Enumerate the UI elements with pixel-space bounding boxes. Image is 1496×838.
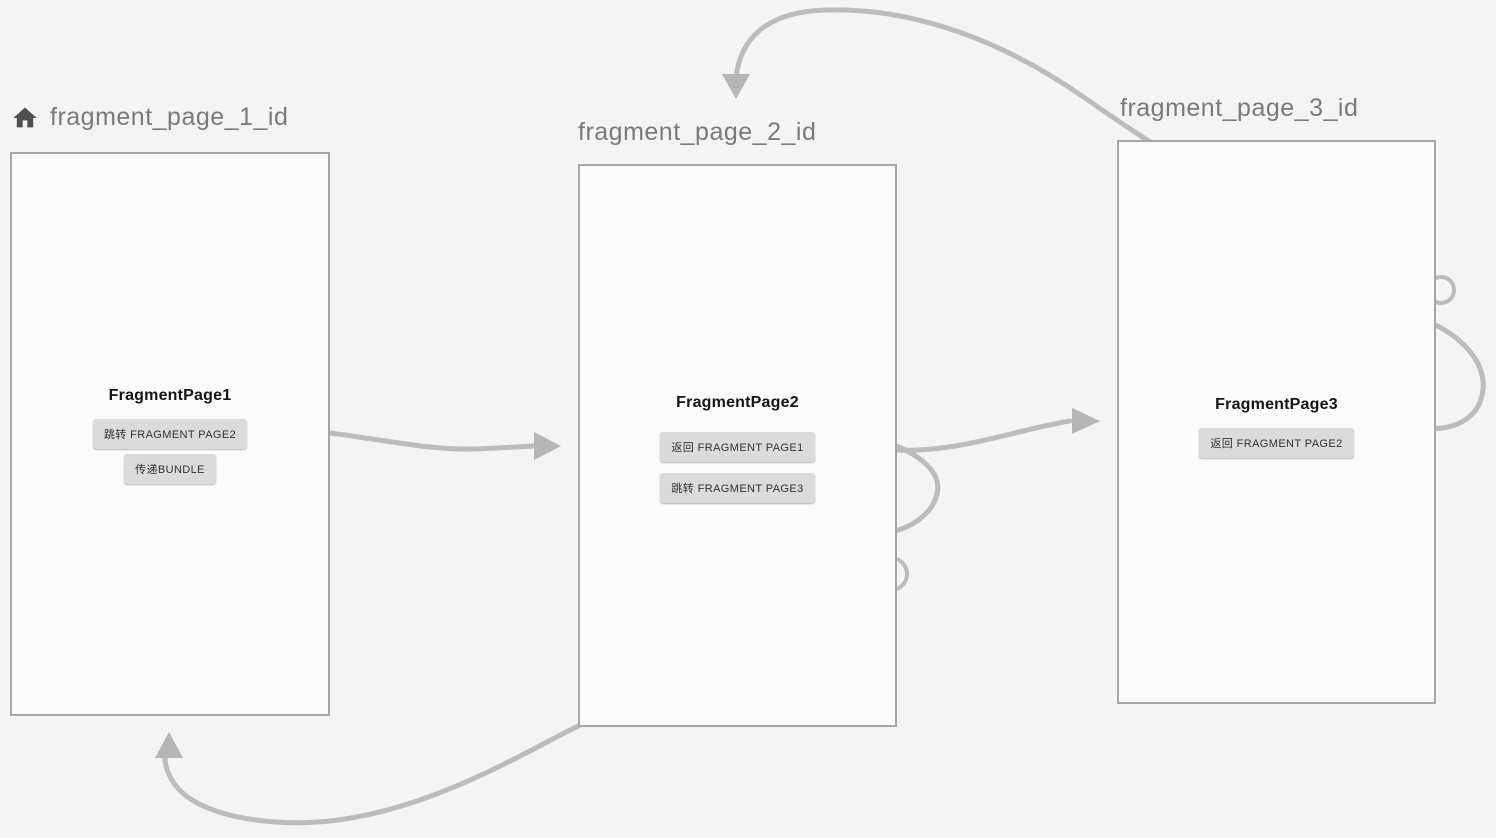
fragment-label-page2[interactable]: fragment_page_2_id: [578, 118, 816, 147]
fragment-card-page3[interactable]: FragmentPage3 返回 FRAGMENT PAGE2: [1117, 140, 1436, 704]
goto-page3-button: 跳转 FRAGMENT PAGE3: [660, 473, 815, 503]
home-start-destination-icon: [13, 107, 37, 127]
pass-bundle-button: 传递BUNDLE: [124, 454, 216, 484]
fragment-card-page2[interactable]: FragmentPage2 返回 FRAGMENT PAGE1 跳转 FRAGM…: [578, 164, 897, 727]
fragment-card-page1[interactable]: FragmentPage1 跳转 FRAGMENT PAGE2 传递BUNDLE: [10, 152, 330, 716]
action-arrow-page2-to-page3[interactable]: [893, 408, 1100, 453]
action-arrow-page1-to-page2[interactable]: [327, 430, 561, 460]
fragment-id-text: fragment_page_2_id: [578, 118, 817, 146]
fragment-label-page3[interactable]: fragment_page_3_id: [1120, 94, 1358, 123]
fragment-id-text: fragment_page_1_id: [50, 103, 289, 131]
fragment-preview-title: FragmentPage1: [108, 387, 232, 404]
goto-page2-button: 跳转 FRAGMENT PAGE2: [92, 419, 248, 449]
back-page1-button: 返回 FRAGMENT PAGE1: [660, 432, 815, 462]
fragment-id-text: fragment_page_3_id: [1120, 94, 1359, 122]
fragment-preview-title: FragmentPage3: [1215, 396, 1338, 413]
fragment-label-page1[interactable]: fragment_page_1_id: [10, 103, 288, 132]
fragment-preview-title: FragmentPage2: [676, 394, 799, 411]
back-page2-button: 返回 FRAGMENT PAGE2: [1199, 428, 1354, 458]
